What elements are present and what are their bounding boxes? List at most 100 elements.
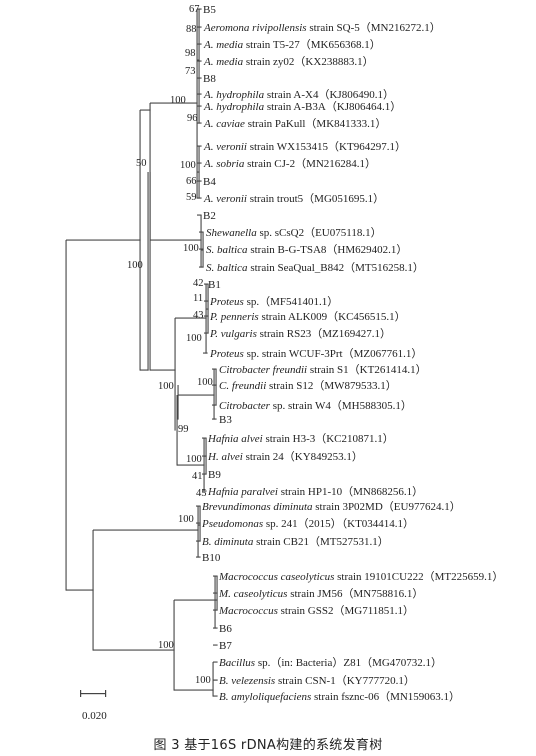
taxon-strain-text: B5 [203, 4, 216, 16]
bootstrap-value: 45 [196, 488, 207, 499]
branch-line [174, 689, 214, 691]
taxon-species-name: Shewanella [206, 227, 257, 239]
taxon-strain-text: strain T5-27（MK656368.1） [243, 38, 381, 51]
branch-line [93, 529, 199, 531]
taxon-label: A. sobria strain CJ-2（MN216284.1） [203, 157, 376, 170]
taxon-label: Brevundimonas diminuta strain 3P02MD（EU9… [202, 500, 461, 513]
branch-line [175, 317, 207, 319]
taxon-label: Aeromona rivipollensis strain SQ-5（MN216… [203, 21, 441, 34]
taxon-species-name: Brevundimonas diminuta [202, 501, 313, 513]
taxon-label: S. baltica strain B-G-TSA8（HM629402.1） [206, 243, 407, 256]
taxon-species-name: Macrococcus caseolyticus [218, 571, 334, 583]
bootstrap-value: 11 [193, 293, 203, 304]
taxon-label: Shewanella sp. sCsQ2（EU075118.1） [206, 226, 382, 239]
taxon-label: B. diminuta strain CB21（MT527531.1） [202, 535, 389, 548]
taxon-label: S. baltica strain SeaQual_B842（MT516258.… [206, 261, 424, 274]
branch-line [215, 369, 217, 406]
bootstrap-value: 66 [186, 176, 197, 187]
bootstrap-value: 100 [197, 377, 213, 388]
taxon-strain-text: strain S12（MW879533.1） [266, 379, 396, 392]
branch-line [150, 102, 198, 104]
branch-line [198, 9, 200, 124]
bootstrap-value: 96 [187, 113, 198, 124]
taxon-species-name: A. caviae [203, 118, 245, 130]
taxon-strain-text: sp.（in: Bacteria）Z81（MG470732.1） [255, 656, 442, 669]
taxon-species-name: A. sobria [203, 158, 245, 170]
branch-line [140, 369, 149, 371]
bootstrap-value: 100 [170, 95, 186, 106]
bootstrap-value: 67 [189, 4, 200, 15]
branch-line [150, 239, 202, 241]
branch-line [149, 172, 151, 371]
taxon-label: Hafnia paralvei strain HP1-10（MN868256.1… [207, 485, 423, 498]
taxon-label: B6 [219, 623, 232, 635]
branch-line [213, 695, 218, 697]
taxon-strain-text: strain 3P02MD（EU977624.1） [313, 500, 461, 513]
taxon-label: B7 [219, 640, 232, 652]
branch-line [200, 215, 202, 268]
branch-line [149, 103, 151, 241]
taxon-strain-text: strain CSN-1（KY777720.1） [275, 674, 415, 687]
taxon-strain-text: sp. 241（2015）（KT034414.1） [263, 517, 414, 530]
bootstrap-value: 100 [186, 333, 202, 344]
taxon-label: B. amyloliquefaciens strain fsznc-06（MN1… [219, 690, 460, 703]
branch-line [197, 171, 200, 173]
taxon-label: B5 [203, 4, 216, 16]
branch-line [197, 214, 202, 216]
branch-line [199, 506, 201, 542]
branch-line [147, 172, 149, 371]
bootstrap-value: 100 [195, 675, 211, 686]
taxon-label: P. vulgaris strain RS23（MZ169427.1） [209, 327, 391, 340]
branch-line [93, 649, 175, 651]
scale-bar-label: 0.020 [82, 710, 107, 722]
taxon-label: B9 [208, 469, 221, 481]
taxon-species-name: A. veronii [203, 141, 247, 153]
taxon-species-name: C. freundii [219, 380, 266, 392]
taxon-label: A. media strain T5-27（MK656368.1） [203, 38, 381, 51]
scale-bar: 0.020 [80, 690, 107, 722]
taxon-strain-text: B1 [208, 279, 221, 291]
branch-line [174, 599, 216, 601]
taxon-strain-text: strain SQ-5（MN216272.1） [307, 21, 441, 34]
taxon-label: Macrococcus caseolyticus strain 19101CU2… [218, 570, 503, 583]
taxon-label: Hafnia alvei strain H3-3（KC210871.1） [207, 432, 394, 445]
taxon-label: B2 [203, 210, 216, 222]
taxon-strain-text: strain PaKull（MK841333.1） [245, 117, 386, 130]
taxon-strain-text: strain WX153415（KT964297.1） [247, 140, 406, 153]
taxon-species-name: A. veronii [203, 193, 247, 205]
taxon-species-name: Hafnia alvei [207, 433, 263, 445]
branch-line [213, 644, 218, 646]
taxon-label: A. hydrophila strain A-B3A（KJ806464.1） [203, 100, 401, 113]
taxon-species-name: A. hydrophila [203, 101, 265, 113]
branch-line [140, 109, 151, 111]
taxon-species-name: S. baltica [206, 262, 248, 274]
taxon-strain-text: sp.（MF541401.1） [244, 295, 338, 308]
branch-line [66, 239, 141, 241]
taxon-strain-text: strain trout5（MG051695.1） [247, 192, 384, 205]
branch-line [205, 284, 207, 354]
branch-line [65, 240, 67, 591]
taxon-species-name: B. velezensis [219, 675, 275, 687]
taxon-strain-text: strain zy02（KX238883.1） [243, 55, 373, 68]
branch-line [197, 59, 200, 61]
figure-caption: 图 3 基于16S rDNA构建的系统发育树 [153, 738, 383, 753]
branch-line [213, 679, 218, 681]
taxon-species-name: Macrococcus [218, 605, 278, 617]
taxon-strain-text: sp. strain W4（MH588305.1） [270, 399, 412, 412]
bootstrap-value: 98 [185, 48, 196, 59]
taxon-strain-text: strain JM56（MN758816.1） [287, 587, 423, 600]
taxon-species-name: A. media [203, 39, 244, 51]
tree-branches [65, 8, 218, 697]
taxon-strain-text: strain 19101CU222（MT225659.1） [334, 570, 503, 583]
taxon-strain-text: strain SeaQual_B842（MT516258.1） [248, 261, 424, 274]
taxon-species-name: Proteus [209, 296, 244, 308]
bootstrap-value: 41 [192, 471, 203, 482]
branch-line [212, 662, 214, 697]
bootstrap-value: 42 [193, 278, 204, 289]
taxon-species-name: Citrobacter freundii [219, 364, 307, 376]
taxon-label: C. freundii strain S12（MW879533.1） [219, 379, 397, 392]
taxon-strain-text: strain fsznc-06（MN159063.1） [311, 690, 460, 703]
taxon-label: Proteus sp. strain WCUF-3Prt（MZ067761.1） [209, 347, 422, 360]
branch-line [177, 385, 179, 420]
branch-line [206, 308, 209, 310]
